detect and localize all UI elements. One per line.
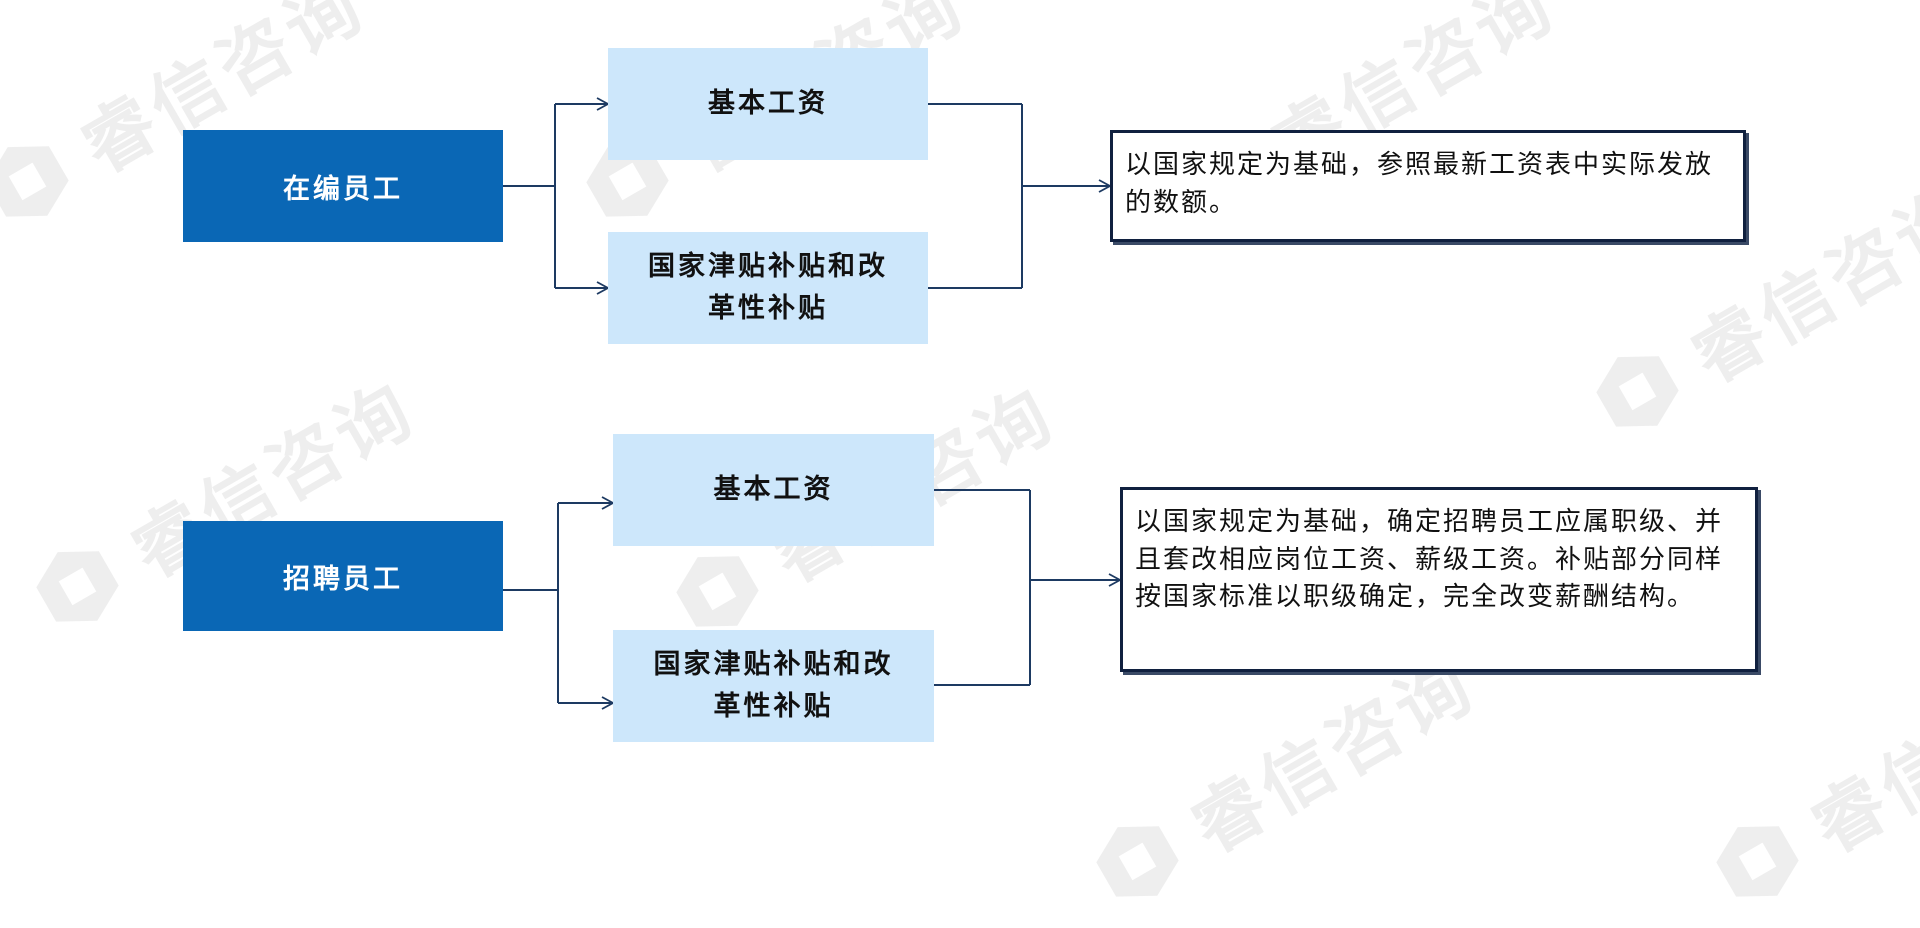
category-label: 招聘员工 (283, 563, 403, 595)
category-label: 在编员工 (283, 173, 403, 205)
category-box-recruited: 招聘员工 (183, 521, 503, 631)
connector-layer (503, 97, 1122, 710)
item-box-base-salary: 基本工资 (613, 434, 934, 546)
description-text: 以国家规定为基础，确定招聘员工应属职级、并且套改相应岗位工资、薪级工资。补贴部分… (1135, 507, 1724, 613)
hexagon-logo-icon (1716, 825, 1799, 897)
item-label: 国家津贴补贴和改 革性补贴 (648, 251, 888, 324)
item-label: 基本工资 (713, 474, 834, 506)
hexagon-logo-icon (1096, 825, 1179, 897)
category-box-staff: 在编员工 (183, 130, 503, 242)
item-label: 基本工资 (708, 88, 828, 120)
item-box-base-salary: 基本工资 (608, 48, 928, 160)
description-text: 以国家规定为基础，参照最新工资表中实际发放的数额。 (1125, 150, 1714, 218)
item-label: 国家津贴补贴和改 革性补贴 (653, 649, 894, 722)
item-box-allowance: 国家津贴补贴和改 革性补贴 (613, 630, 934, 742)
item-box-allowance: 国家津贴补贴和改 革性补贴 (608, 232, 928, 344)
description-box-recruited: 以国家规定为基础，确定招聘员工应属职级、并且套改相应岗位工资、薪级工资。补贴部分… (1120, 487, 1758, 672)
description-box-staff: 以国家规定为基础，参照最新工资表中实际发放的数额。 (1110, 130, 1746, 242)
